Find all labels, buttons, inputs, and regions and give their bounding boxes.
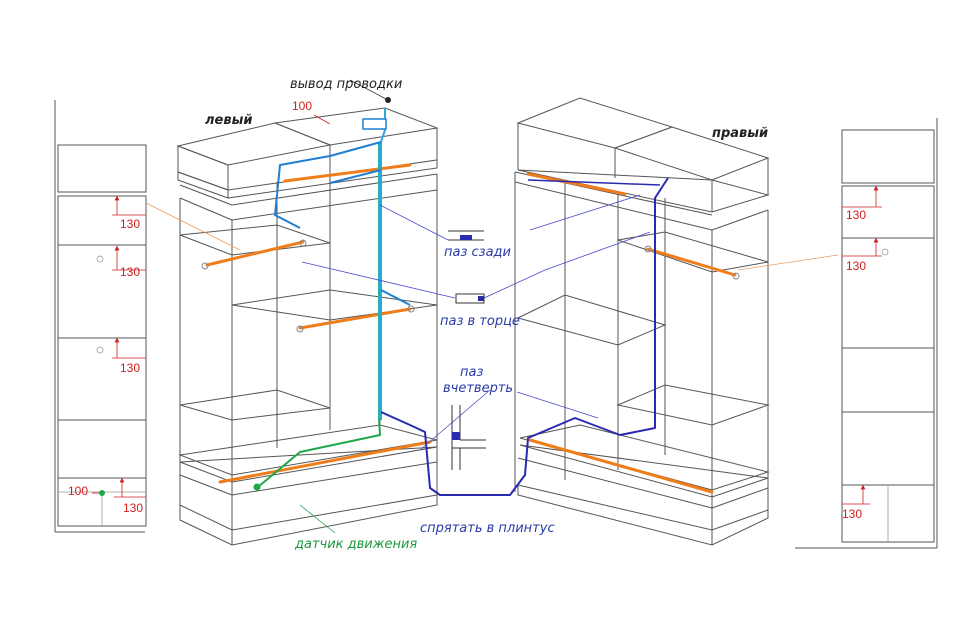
rabbet-groove-icon <box>451 405 486 470</box>
left-label: левый <box>205 113 252 128</box>
dim-right-2: 130 <box>846 259 866 273</box>
leader-lines <box>145 79 839 534</box>
left-elevation: 130 130 130 100 130 <box>54 100 147 533</box>
right-elevation: 130 130 130 <box>795 118 938 549</box>
dim-right-bottom: 130 <box>842 507 862 521</box>
groove-edge-label: паз в торце <box>440 314 520 329</box>
right-label: правый <box>712 126 768 141</box>
junction-box-icon <box>362 118 387 130</box>
dim-left-1: 130 <box>120 217 140 231</box>
wiring <box>253 97 669 496</box>
hide-plinth-label: спрятать в плинтус <box>420 521 555 536</box>
led-strips <box>205 163 737 494</box>
groove-back-icon <box>448 230 484 241</box>
motion-sensor-label: датчик движения <box>294 537 417 552</box>
dim-left-bottom-v: 130 <box>123 501 143 515</box>
dim-left-bottom-h: 100 <box>68 484 88 498</box>
hanger-bracket-icon <box>96 255 104 263</box>
wire-outlet-label: вывод проводки <box>290 77 402 92</box>
rabbet-label-line2: вчетверть <box>443 381 513 396</box>
hanger-bracket-icon <box>96 346 104 354</box>
motion-sensor-icon <box>99 490 105 496</box>
dim-top-offset: 100 <box>292 99 312 113</box>
motion-sensor-dot-icon <box>253 483 261 491</box>
hanger-bracket-icon <box>881 248 889 256</box>
dim-right-1: 130 <box>846 208 866 222</box>
dim-left-2: 130 <box>120 265 140 279</box>
dim-left-3: 130 <box>120 361 140 375</box>
rabbet-label-line1: паз <box>460 365 483 380</box>
right-wardrobe <box>514 97 770 546</box>
hanging-rods <box>201 239 740 333</box>
groove-edge-icon <box>455 293 485 304</box>
groove-back-label: паз сзади <box>444 245 511 260</box>
